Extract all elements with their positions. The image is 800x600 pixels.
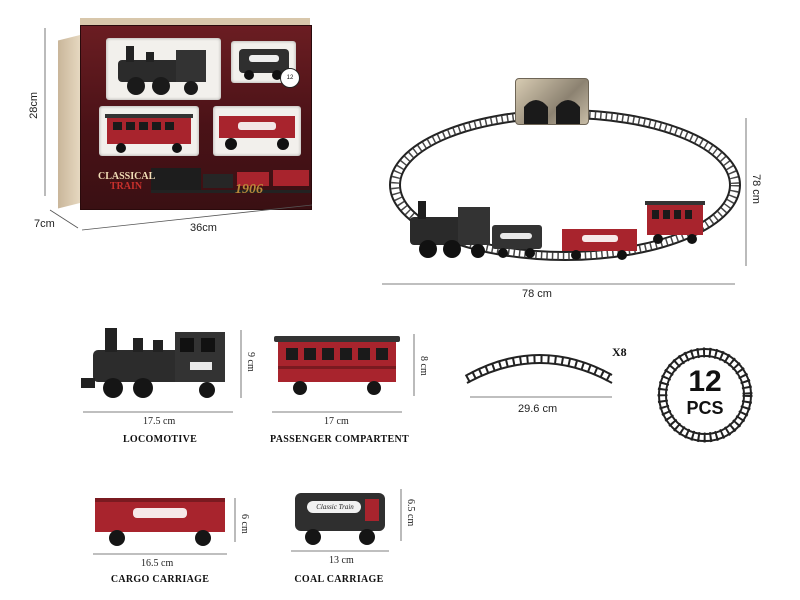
- track-dimension-lines: [470, 396, 612, 398]
- product-box: 12 CLASSICAL TRAIN 1906 28cm 7cm 36cm: [0, 0, 330, 240]
- box-front-panel: [80, 25, 312, 210]
- box-logo-line1: CLASSICAL: [98, 171, 156, 182]
- box-window-coal: [231, 41, 296, 83]
- layout-height-label: 78 cm: [750, 174, 762, 204]
- box-width-label: 36cm: [190, 222, 217, 234]
- part-coal: Classic Train 13 cm 6.5 cm COAL CARRIAGE: [285, 485, 425, 590]
- coal-height: 6.5 cm: [405, 499, 416, 527]
- track-length: 29.6 cm: [518, 403, 558, 415]
- cargo-height: 6 cm: [239, 514, 250, 534]
- age-badge: 12: [280, 68, 300, 88]
- box-window-passenger: [99, 106, 199, 156]
- pieces-unit: PCS: [686, 398, 724, 418]
- locomotive-height: 9 cm: [245, 352, 256, 372]
- cargo-dimension-lines: [93, 498, 236, 555]
- layout-passenger: [645, 201, 705, 244]
- coal-length: 13 cm: [329, 555, 354, 566]
- assembled-layout: 78 cm 78 cm: [370, 70, 790, 310]
- box-coal-image: [239, 49, 289, 80]
- curved-track-image: [464, 354, 615, 384]
- track-quantity: X8: [612, 345, 627, 359]
- cargo-caption: CARGO CARRIAGE: [110, 574, 210, 585]
- locomotive-length: 17.5 cm: [143, 416, 176, 427]
- box-dimension-lines: [44, 28, 313, 231]
- pieces-count: 12: [688, 365, 722, 398]
- coal-caption: COAL CARRIAGE: [294, 574, 384, 585]
- circular-track-icon: [657, 347, 753, 443]
- box-year: 1906: [235, 182, 263, 197]
- coal-label: Classic Train: [316, 503, 354, 511]
- box-window-cargo: [213, 106, 301, 156]
- box-cargo-image: [219, 116, 295, 150]
- layout-train: [410, 201, 705, 260]
- tunnel: [515, 78, 589, 125]
- part-locomotive: 17.5 cm 9 cm LOCOMOTIVE: [75, 320, 256, 450]
- box-cover-train: [151, 168, 311, 193]
- part-cargo: 16.5 cm 6 cm CARGO CARRIAGE: [85, 490, 255, 590]
- box-depth-label: 7cm: [34, 218, 55, 230]
- coal-dimension-lines: [291, 489, 402, 552]
- box-logo-line2: TRAIN: [109, 181, 143, 192]
- layout-locomotive: [410, 201, 490, 258]
- layout-cargo: [562, 229, 637, 260]
- box-window-locomotive: [106, 38, 221, 100]
- box-height-label: 28cm: [28, 92, 40, 119]
- passenger-image: [274, 336, 400, 395]
- passenger-caption: PASSENGER COMPARTENT: [270, 434, 409, 445]
- passenger-dimension-lines: [272, 334, 415, 413]
- coal-image: [295, 493, 385, 545]
- locomotive-dimension-lines: [83, 330, 242, 413]
- cargo-image: [95, 498, 225, 546]
- layout-width-label: 78 cm: [522, 288, 552, 300]
- locomotive-image: [81, 328, 225, 398]
- box-top-edge: [80, 18, 310, 26]
- cargo-length: 16.5 cm: [141, 558, 174, 569]
- layout-dimension-lines: [382, 118, 747, 285]
- pieces-badge: 12 PCS: [655, 345, 755, 445]
- box-passenger-image: [105, 114, 193, 153]
- part-track-piece: X8 29.6 cm: [462, 345, 642, 425]
- locomotive-caption: LOCOMOTIVE: [122, 434, 198, 445]
- box-logo: CLASSICAL TRAIN: [98, 171, 156, 192]
- layout-coal: [492, 225, 542, 258]
- passenger-length: 17 cm: [324, 416, 349, 427]
- part-passenger: 17 cm 8 cm PASSENGER COMPARTENT: [262, 330, 432, 450]
- passenger-height: 8 cm: [418, 356, 429, 376]
- box-locomotive-image: [118, 46, 206, 95]
